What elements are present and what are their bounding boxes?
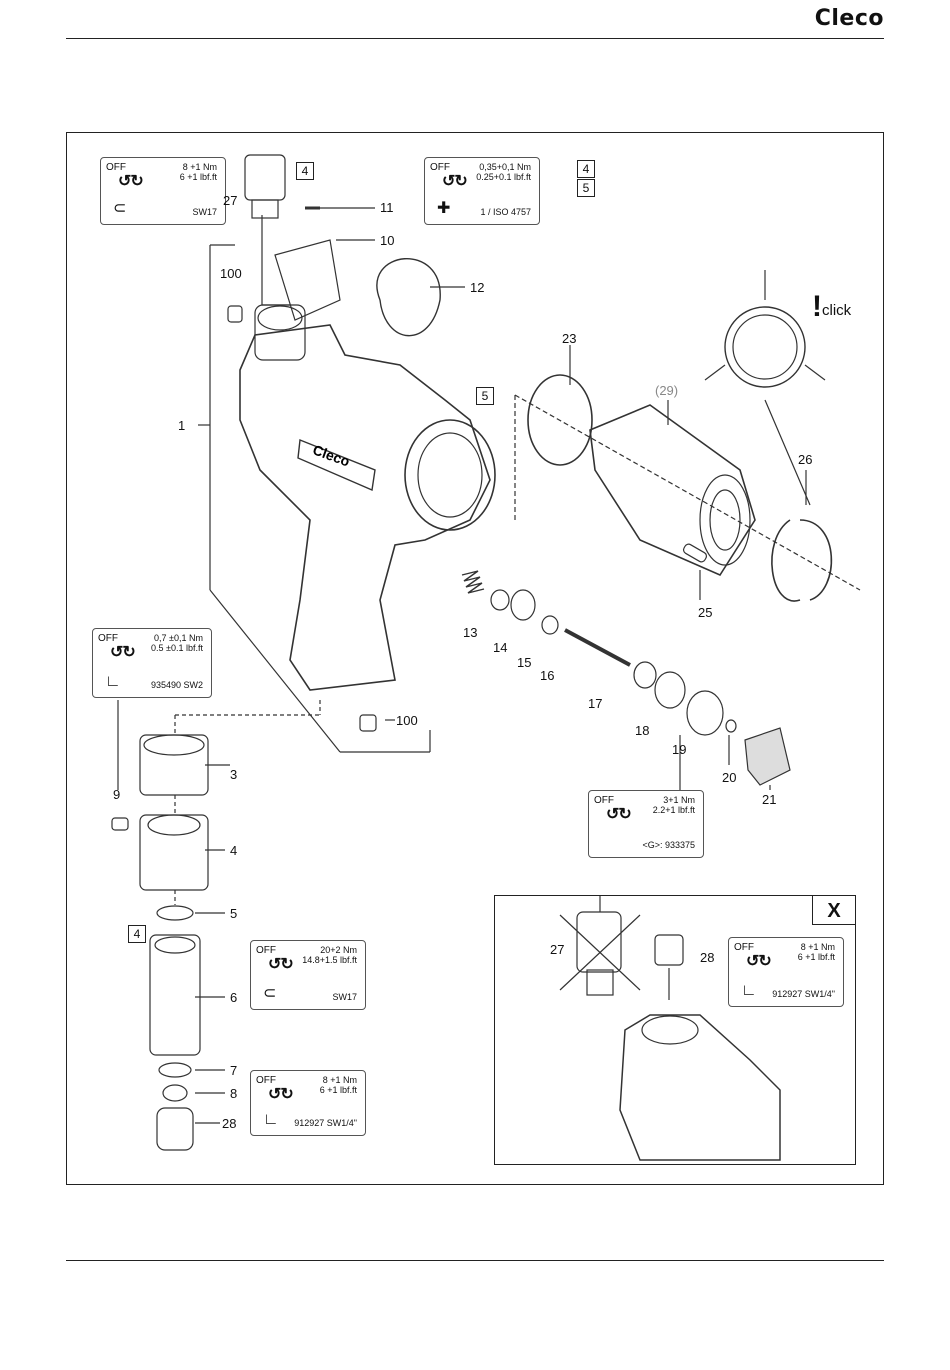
tool-size: 912927 SW1/4" (294, 1118, 357, 1128)
rotation-icon: ↺↻ (746, 953, 772, 970)
part-label-29: (29) (655, 383, 679, 398)
part-label-23: 23 (562, 331, 577, 346)
spec-card-28: OFF ↺↻ 8 +1 Nm 6 +1 lbf.ft ∟ 912927 SW1/… (250, 1070, 366, 1136)
part-label-26: 26 (798, 452, 813, 467)
spec-card-27: OFF ↺↻ 8 +1 Nm 6 +1 lbf.ft ⊂ SW17 (100, 157, 226, 225)
part-label-21: 21 (762, 792, 777, 807)
inset-x: X (494, 895, 856, 1165)
part-label-10: 10 (380, 233, 395, 248)
tool-size: SW17 (332, 992, 357, 1002)
rotation-icon: ↺↻ (118, 173, 144, 190)
ring-detail (724, 306, 806, 388)
part-label-19: 19 (672, 742, 687, 757)
part-label-13: 13 (463, 625, 478, 640)
part-label-1: 1 (178, 418, 186, 433)
ref-box-4-top: 4 (296, 162, 314, 180)
part-label-20: 20 (722, 770, 737, 785)
housing-outline (239, 324, 491, 691)
off-label: OFF (430, 162, 450, 173)
hex-key-icon: ∟ (263, 1111, 279, 1128)
tool-size: 935490 SW2 (150, 680, 203, 690)
torque-nm: 8 +1 Nm (322, 1075, 357, 1085)
torque-lbf: 0.25+0.1 lbf.ft (476, 172, 531, 182)
torque-lbf: 6 +1 lbf.ft (319, 1085, 357, 1095)
footer-rule (66, 1260, 884, 1261)
part-label-3: 3 (230, 767, 238, 782)
part-label-4: 4 (230, 843, 238, 858)
ref-box-5: 5 (476, 387, 494, 405)
part-label-16: 16 (540, 668, 555, 683)
click-exclamation: ! (812, 290, 822, 323)
part-label-7: 7 (230, 1063, 238, 1078)
part-label-5: 5 (230, 906, 238, 921)
tool-size: <G>: 933375 (642, 840, 695, 850)
hex-key-icon: ∟ (105, 673, 121, 690)
part-label-27: 27 (223, 193, 238, 208)
inset-label-27: 27 (550, 942, 565, 957)
inset-label-28: 28 (700, 950, 715, 965)
click-label: click (822, 302, 852, 319)
spec-card-6: OFF ↺↻ 20+2 Nm 14.8+1.5 lbf.ft ⊂ SW17 (250, 940, 366, 1010)
rotation-icon: ↺↻ (442, 173, 468, 190)
part-label-14: 14 (493, 640, 508, 655)
diagram-frame (66, 132, 884, 1185)
off-label: OFF (106, 162, 126, 173)
part-label-11: 11 (380, 200, 394, 215)
legend-box-4: 4 (577, 160, 595, 178)
legend-box-5: 5 (577, 179, 595, 197)
torque-nm: 20+2 Nm (320, 945, 357, 955)
hex-key-icon: ∟ (741, 982, 757, 999)
spec-card-x: OFF ↺↻ 8 +1 Nm 6 +1 lbf.ft ∟ 912927 SW1/… (728, 937, 844, 1007)
off-label: OFF (734, 942, 754, 953)
off-label: OFF (594, 795, 614, 806)
header-rule (66, 38, 884, 39)
off-label: OFF (256, 1075, 276, 1086)
part-label-28: 28 (222, 1116, 237, 1131)
part-label-12: 12 (470, 280, 485, 295)
part-label-8: 8 (230, 1086, 238, 1101)
rotation-icon: ↺↻ (110, 644, 136, 661)
housing-logo-text: Cleco (311, 441, 352, 469)
torque-lbf: 14.8+1.5 lbf.ft (302, 955, 357, 965)
tool-size: 1 / ISO 4757 (480, 207, 531, 217)
inset-tag: X (812, 895, 856, 925)
torque-lbf: 6 +1 lbf.ft (797, 952, 835, 962)
torque-nm: 0,35+0,1 Nm (479, 162, 531, 172)
rotation-icon: ↺↻ (268, 1086, 294, 1103)
part-label-25: 25 (698, 605, 713, 620)
torque-lbf: 2.2+1 lbf.ft (652, 805, 695, 815)
spec-card-11: OFF ↺↻ 0,35+0,1 Nm 0.25+0.1 lbf.ft ✚ 1 /… (424, 157, 540, 225)
torque-nm: 3+1 Nm (663, 795, 695, 805)
spec-card-9: OFF ↺↻ 0,7 ±0,1 Nm 0.5 ±0.1 lbf.ft ∟ 935… (92, 628, 212, 698)
wrench-icon: ⊂ (263, 985, 277, 1002)
rotation-icon: ↺↻ (268, 956, 294, 973)
part-label-18: 18 (635, 723, 650, 738)
part-label-9: 9 (113, 787, 121, 802)
torque-lbf: 0.5 ±0.1 lbf.ft (151, 643, 203, 653)
part-label-100-top: 100 (220, 266, 242, 281)
part-label-6: 6 (230, 990, 238, 1005)
rotation-icon: ↺↻ (606, 806, 632, 823)
spec-card-19: OFF ↺↻ 3+1 Nm 2.2+1 lbf.ft <G>: 933375 (588, 790, 704, 858)
off-label: OFF (98, 633, 118, 644)
tool-size: 912927 SW1/4" (772, 989, 835, 999)
inset-x-drawing (559, 895, 781, 1161)
torque-nm: 0,7 ±0,1 Nm (154, 633, 203, 643)
torque-nm: 8 +1 Nm (182, 162, 217, 172)
torque-nm: 8 +1 Nm (800, 942, 835, 952)
ref-box-4: 4 (128, 925, 146, 943)
torque-lbf: 6 +1 lbf.ft (179, 172, 217, 182)
tool-size: SW17 (192, 207, 217, 217)
brand-logo: Cleco (814, 6, 884, 31)
part-label-17: 17 (588, 696, 603, 711)
wrench-icon: ⊂ (113, 200, 127, 217)
part-label-15: 15 (517, 655, 532, 670)
part-label-100-bottom: 100 (396, 713, 418, 728)
off-label: OFF (256, 945, 276, 956)
phillips-icon: ✚ (437, 200, 451, 217)
